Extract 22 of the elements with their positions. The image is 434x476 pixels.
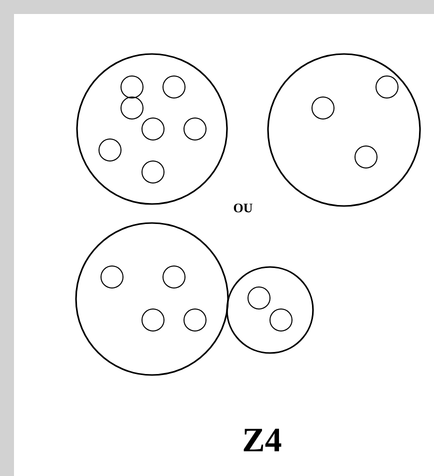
inner-circle xyxy=(120,96,144,120)
inner-circle xyxy=(354,146,378,168)
inner-circle xyxy=(270,308,292,332)
inner-circle xyxy=(142,160,164,184)
outer-circle xyxy=(226,266,314,354)
inner-circle xyxy=(184,118,206,140)
inner-circle xyxy=(142,308,164,332)
inner-circle xyxy=(98,138,122,162)
inner-circle xyxy=(100,266,124,288)
inner-circle xyxy=(376,76,398,98)
inner-circle xyxy=(162,266,186,288)
outer-circle xyxy=(75,222,229,376)
inner-circle xyxy=(162,76,186,98)
inner-circle xyxy=(248,286,270,310)
inner-circle xyxy=(120,76,144,98)
text-label: Z4 xyxy=(244,428,282,452)
inner-circle xyxy=(312,96,334,120)
outer-circle xyxy=(76,53,228,205)
outer-circle xyxy=(267,53,421,207)
inner-circle xyxy=(142,118,164,140)
inner-circle xyxy=(184,308,206,332)
text-label: OU xyxy=(234,204,252,212)
